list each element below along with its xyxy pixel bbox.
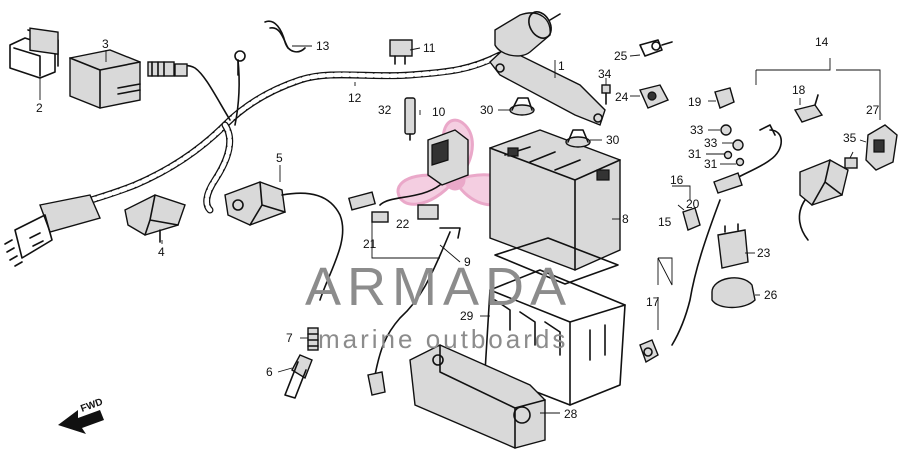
part-33-nut-b — [732, 139, 744, 151]
callout-27: 27 — [866, 103, 880, 117]
callout-22: 22 — [396, 217, 410, 231]
part-5-ignition-coil — [224, 181, 344, 301]
callout-7: 7 — [286, 331, 293, 345]
callout-labels: 2 3 13 11 1 12 5 4 7 6 28 8 9 21 22 29 3… — [36, 35, 880, 421]
callout-4: 4 — [158, 245, 165, 259]
part-34-screw — [601, 84, 611, 105]
callout-35: 35 — [843, 131, 857, 145]
part-14-regulator-harness — [713, 124, 849, 241]
harness-main-connector — [4, 194, 101, 267]
part-7-plug-screw — [307, 327, 319, 351]
part-32-fuse — [404, 97, 416, 141]
part-1-condenser — [494, 11, 561, 57]
callout-30a: 30 — [480, 103, 494, 117]
harness-ring-terminal — [234, 50, 246, 76]
callout-20: 20 — [686, 197, 700, 211]
callout-30b: 30 — [606, 133, 620, 147]
callout-28: 28 — [564, 407, 578, 421]
callout-6: 6 — [266, 365, 273, 379]
part-11-relay — [389, 39, 413, 65]
fwd-arrow-icon — [58, 410, 104, 434]
part-2-clamp — [9, 27, 59, 79]
part-20-fuse-holder — [682, 207, 701, 231]
callout-10: 10 — [432, 105, 446, 119]
callout-34: 34 — [598, 67, 612, 81]
part-18-bracket — [793, 94, 824, 123]
callout-18: 18 — [792, 83, 806, 97]
callout-21: 21 — [363, 237, 377, 251]
callout-8: 8 — [622, 212, 629, 226]
callout-11: 11 — [423, 41, 436, 55]
part-9-battery-cable — [367, 227, 461, 396]
callout-14: 14 — [815, 35, 829, 49]
part-25-cable-clip — [639, 39, 673, 57]
part-30-rubber-pad-a — [509, 97, 535, 116]
callout-26: 26 — [764, 288, 778, 302]
callout-12: 12 — [348, 91, 362, 105]
part-30-rubber-pad-b — [565, 129, 591, 148]
part-22-connector — [347, 191, 439, 223]
part-4-rectifier — [124, 194, 186, 243]
callout-29: 29 — [460, 309, 474, 323]
callout-33b: 33 — [704, 136, 718, 150]
part-31-washer-b — [735, 157, 745, 167]
callout-16: 16 — [670, 173, 684, 187]
watermark-brand: ARMADA — [305, 257, 572, 317]
callout-23: 23 — [757, 246, 771, 260]
callout-32: 32 — [378, 103, 392, 117]
part-33-nut-a — [720, 124, 732, 136]
callout-9: 9 — [464, 255, 471, 269]
part-23-starter-relay — [717, 223, 749, 269]
callout-1: 1 — [558, 59, 565, 73]
watermark-tagline: marine outboards — [318, 324, 568, 354]
callout-17: 17 — [646, 295, 660, 309]
callout-24: 24 — [615, 90, 629, 104]
part-27-regulator — [865, 124, 898, 171]
part-29-battery-plate — [494, 237, 619, 285]
part-8-battery — [489, 129, 621, 271]
part-17-starter-cable — [639, 199, 721, 364]
part-19-cap — [714, 87, 735, 109]
callout-19: 19 — [688, 95, 702, 109]
harness-small-plug — [147, 61, 188, 77]
part-1-condenser-bracket — [489, 47, 606, 126]
callout-31b: 31 — [704, 157, 718, 171]
part-10-starter-relay — [379, 129, 469, 206]
part-12-main-harness — [56, 51, 504, 214]
part-24-switch-body — [639, 84, 669, 109]
part-31-washer-a — [723, 150, 733, 160]
callout-3: 3 — [102, 37, 109, 51]
callout-5: 5 — [276, 151, 283, 165]
leader-lines — [39, 45, 881, 414]
callout-33a: 33 — [690, 123, 704, 137]
callout-15: 15 — [658, 215, 672, 229]
part-35-terminal — [844, 157, 858, 169]
part-6-plug-cap — [284, 354, 313, 399]
callout-31a: 31 — [688, 147, 702, 161]
part-26-rubber-cover — [711, 277, 756, 309]
callout-25: 25 — [614, 49, 628, 63]
part-13-harness-clamp — [264, 20, 306, 53]
part-3-cdi-unit — [69, 49, 141, 109]
callout-2: 2 — [36, 101, 43, 115]
part-28-battery-holder — [409, 344, 546, 449]
callout-13: 13 — [316, 39, 330, 53]
